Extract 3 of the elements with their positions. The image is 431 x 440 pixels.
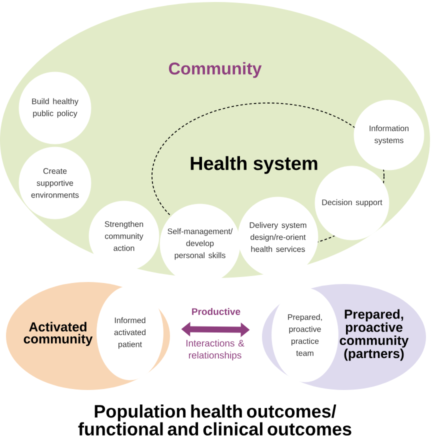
- edge-label: Productive: [192, 308, 240, 315]
- caption: Population health outcomes/ functional and clinical outcomes: [78, 404, 352, 436]
- note-text: Interactions & relationships: [186, 340, 244, 360]
